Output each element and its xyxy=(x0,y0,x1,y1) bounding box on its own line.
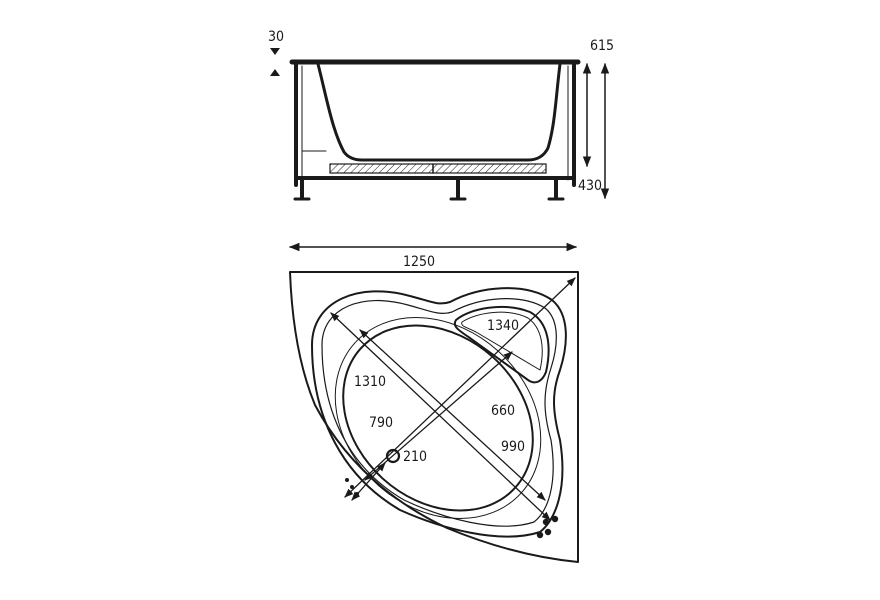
leg xyxy=(547,176,565,201)
rim-arrow-top xyxy=(270,48,280,55)
basin-profile xyxy=(316,62,562,162)
inner-length-label: 790 xyxy=(369,415,393,431)
jets-icon xyxy=(536,515,559,539)
leg xyxy=(293,176,311,201)
width-label: 1250 xyxy=(403,254,435,270)
dim-outer-1310 xyxy=(330,312,551,521)
leg xyxy=(449,176,467,201)
rim-arrow-bottom xyxy=(270,69,280,76)
side-jets-icon xyxy=(345,478,359,496)
diagonal-outer-label: 1310 xyxy=(354,374,386,390)
drain-size-label: 210 xyxy=(403,449,427,465)
side-view: 30 615 430 xyxy=(268,29,614,201)
inner-width-label: 660 xyxy=(491,403,515,419)
diagonal-with-seat-label: 1340 xyxy=(487,318,519,334)
total-height-label: 615 xyxy=(590,38,614,54)
dim-drain-210 xyxy=(351,462,386,501)
top-view: 1250 1340 xyxy=(288,242,579,563)
rim-thickness-label: 30 xyxy=(268,29,284,45)
inner-diagonal-label: 990 xyxy=(501,439,525,455)
leg-height-label: 430 xyxy=(578,178,602,194)
hatched-base xyxy=(329,163,547,174)
